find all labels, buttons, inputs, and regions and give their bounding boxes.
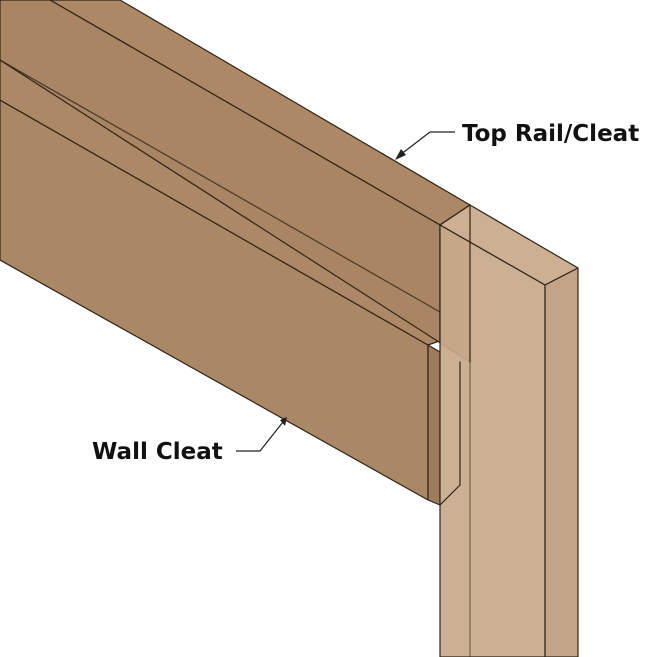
wall-cleat-end-face — [427, 344, 441, 506]
post-front-face — [439, 224, 546, 657]
top-rail-leader-line — [399, 131, 455, 156]
top-rail-leader-arrow — [395, 149, 406, 160]
post-side-face — [544, 267, 579, 657]
cleat-notch-bottom — [439, 484, 461, 506]
top-rail-label: Top Rail/Cleat — [462, 121, 639, 147]
wall-cleat-leader-arrow — [280, 417, 287, 426]
wall-cleat-label: Wall Cleat — [92, 439, 223, 465]
wall-cleat-leader-line — [236, 421, 284, 452]
top-rail-ridge-line — [0, 59, 441, 313]
